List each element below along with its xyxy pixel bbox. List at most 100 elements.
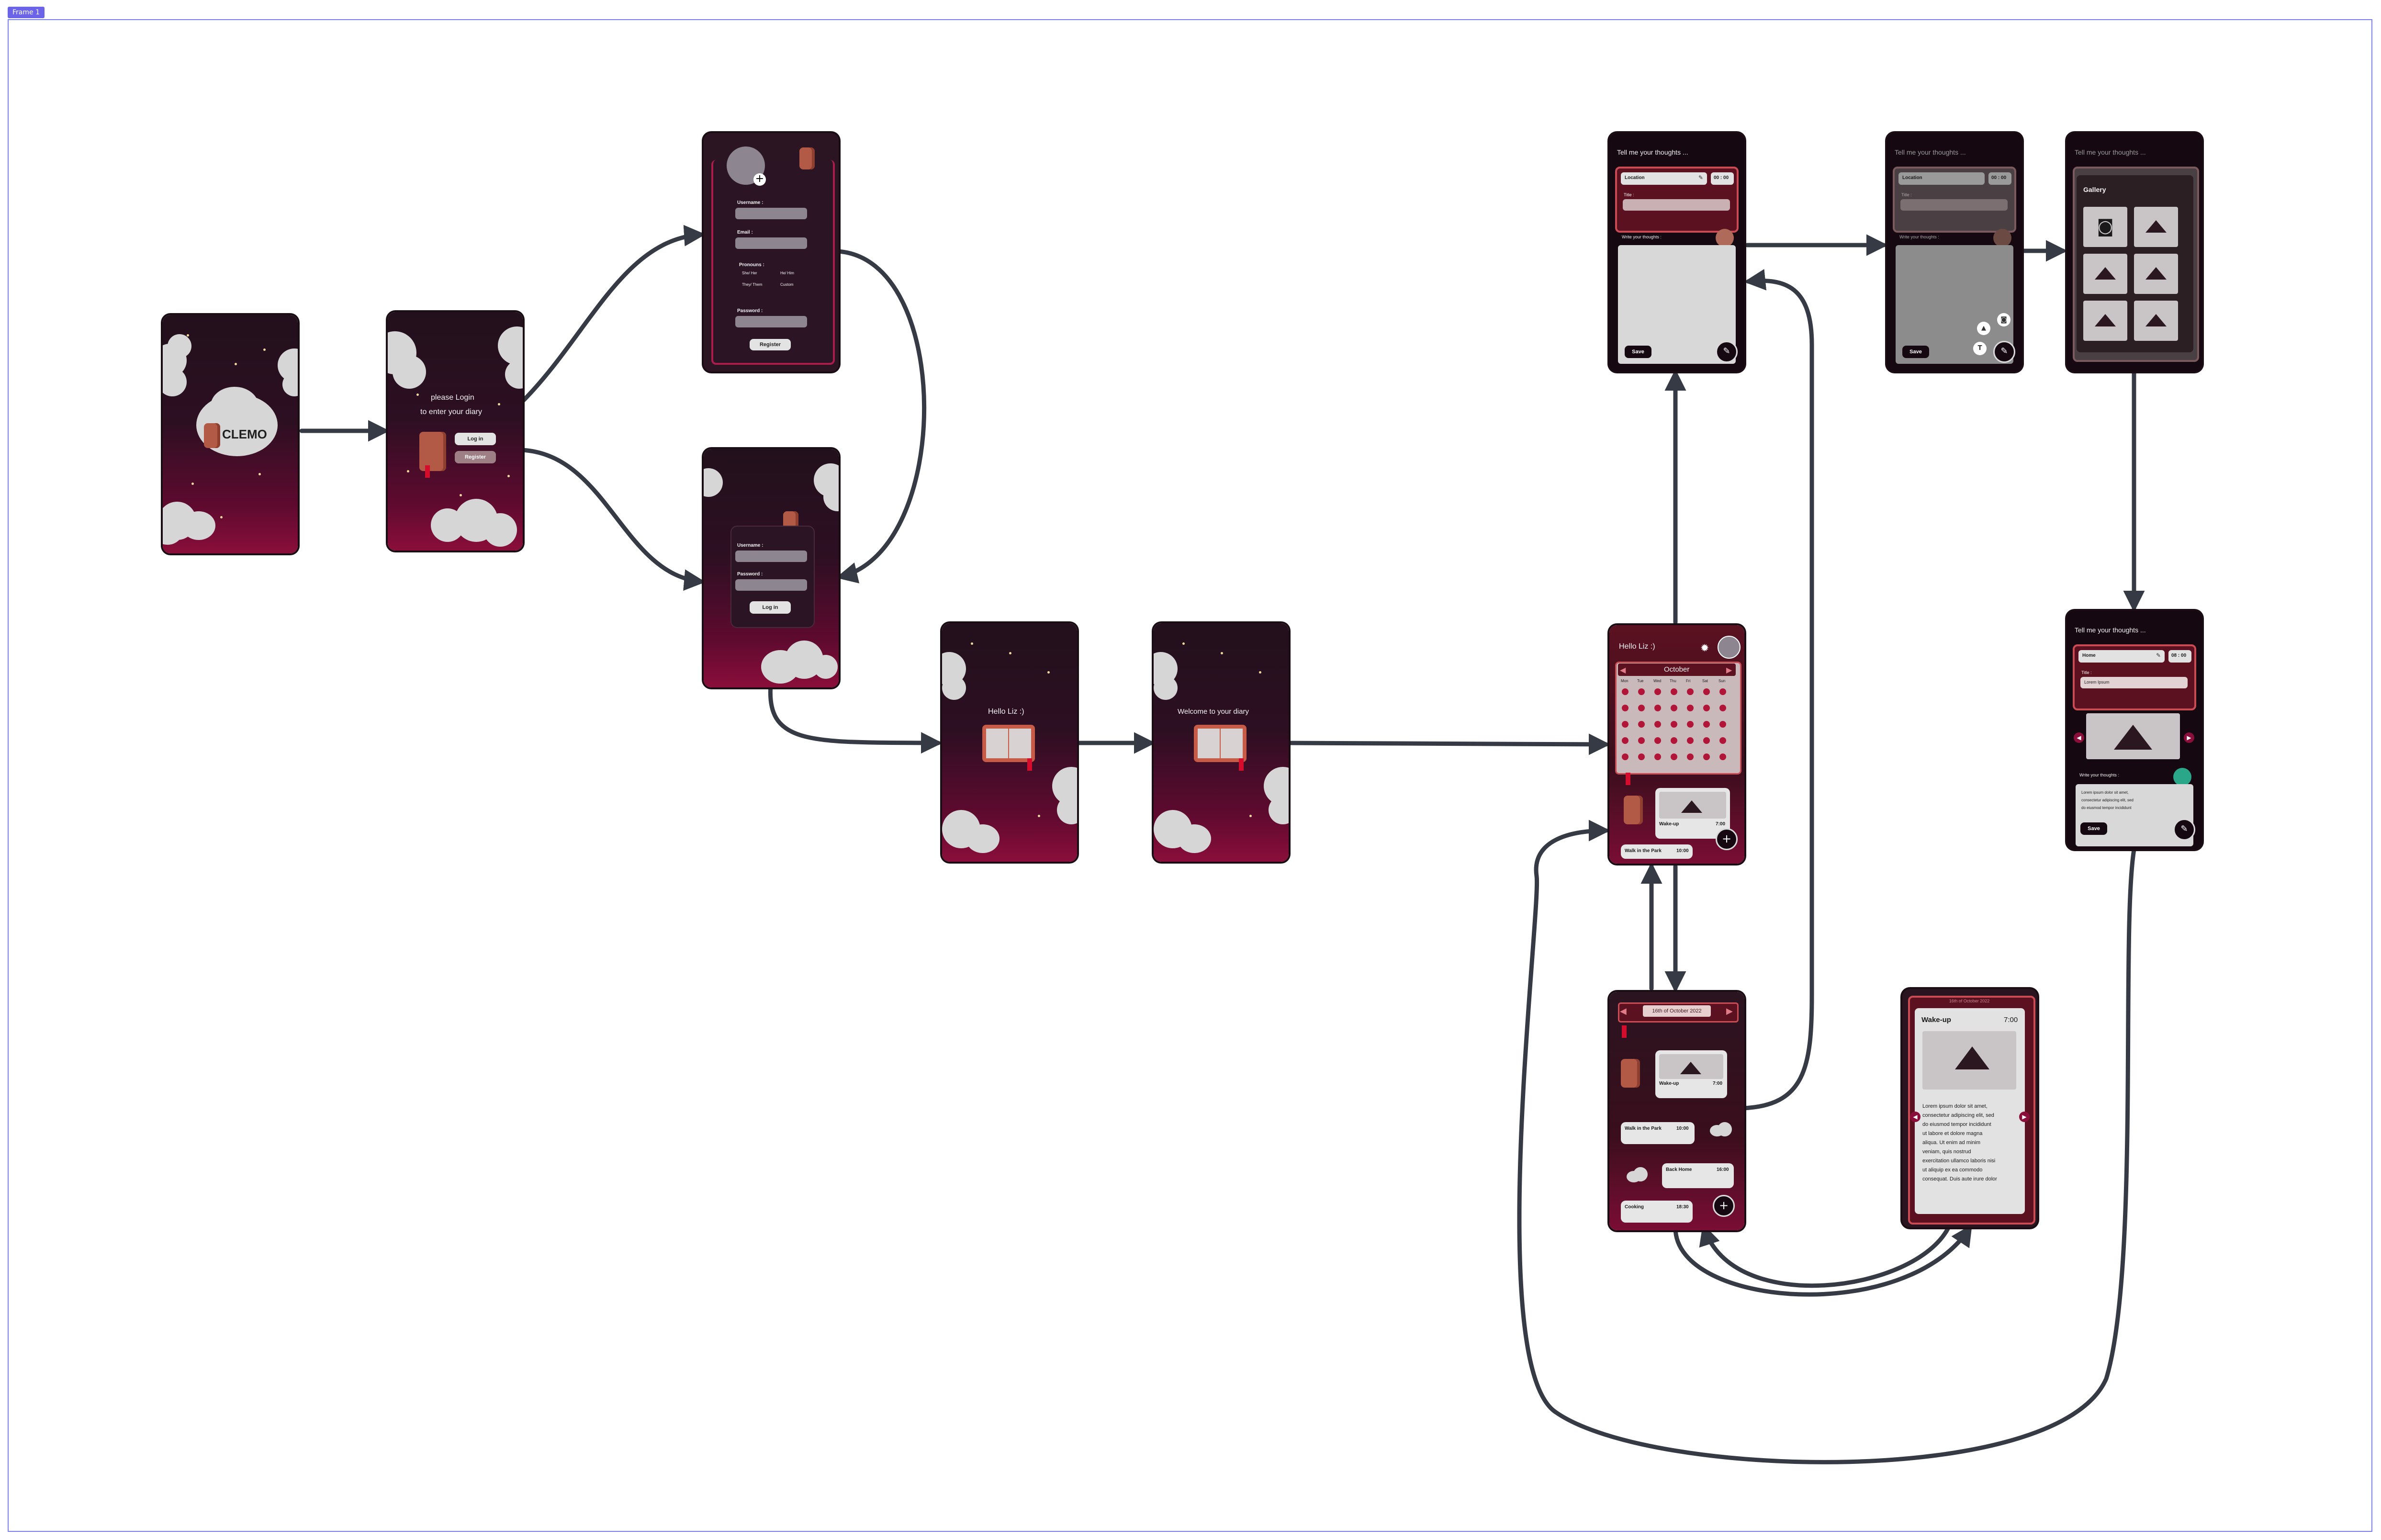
title-field[interactable]	[2080, 677, 2188, 688]
pencil-icon[interactable]: ✎	[2156, 652, 2161, 659]
calendar-day[interactable]	[1719, 688, 1726, 695]
camera-icon[interactable]: ◙	[1997, 313, 2010, 326]
calendar-day[interactable]	[1638, 721, 1645, 728]
calendar-day[interactable]	[1719, 753, 1726, 760]
time-field[interactable]: 00 : 00	[1991, 175, 2007, 180]
gallery-icon[interactable]: ▲	[1977, 322, 1990, 335]
pencil-icon[interactable]: ✎	[1698, 174, 1704, 181]
save-button[interactable]: Save	[2080, 822, 2107, 835]
calendar-day[interactable]	[1671, 721, 1677, 728]
calendar-day[interactable]	[1654, 753, 1661, 760]
login-button[interactable]: Log in	[455, 433, 496, 445]
calendar-day[interactable]	[1654, 737, 1661, 744]
save-button[interactable]: Save	[1625, 346, 1651, 358]
calendar-day[interactable]	[1622, 705, 1629, 711]
next-image-icon[interactable]: ▶	[2184, 732, 2194, 743]
photo-tile[interactable]	[2134, 254, 2178, 294]
photo-tile[interactable]	[2083, 254, 2127, 294]
password-field[interactable]	[735, 316, 807, 327]
calendar-day[interactable]	[1687, 737, 1694, 744]
time-field[interactable]: 08 : 00	[2171, 653, 2187, 658]
edit-button[interactable]: ✎	[2173, 819, 2195, 841]
open-book-icon	[1194, 725, 1247, 762]
entry-card-1[interactable]	[1621, 1122, 1695, 1144]
next-month-icon[interactable]: ▶	[1726, 665, 1732, 674]
calendar-day[interactable]	[1622, 721, 1629, 728]
avatar[interactable]	[1718, 636, 1741, 659]
photo-tile[interactable]	[2134, 207, 2178, 247]
location-field[interactable]: Home	[2082, 653, 2096, 658]
username-field[interactable]	[735, 551, 807, 562]
camera-tile[interactable]: ◙	[2083, 207, 2127, 247]
title-field[interactable]	[1623, 199, 1730, 211]
add-photo-icon[interactable]: +	[753, 173, 766, 186]
thoughts-textarea[interactable]	[1618, 245, 1736, 364]
calendar-day[interactable]	[1687, 705, 1694, 711]
calendar-day[interactable]	[1719, 705, 1726, 711]
calendar-day[interactable]	[1622, 753, 1629, 760]
calendar-day[interactable]	[1703, 688, 1710, 695]
entry-title: Wake-up	[1659, 821, 1679, 827]
calendar-day[interactable]	[1638, 705, 1645, 711]
entry-card-2[interactable]	[1662, 1163, 1734, 1188]
calendar-day[interactable]	[1622, 688, 1629, 695]
body-line: consequat. Duis aute irure dolor	[1922, 1176, 1997, 1182]
calendar-day[interactable]	[1671, 688, 1677, 695]
prev-day-icon[interactable]: ◀	[1620, 1006, 1627, 1016]
register-submit-button[interactable]: Register	[750, 339, 791, 350]
next-day-icon[interactable]: ▶	[1726, 1006, 1733, 1016]
mood-icon[interactable]	[1993, 229, 2011, 247]
thoughts-textarea[interactable]	[1896, 245, 2013, 364]
pronoun-option-they[interactable]: They/ Them	[742, 282, 763, 287]
calendar-day[interactable]	[1687, 721, 1694, 728]
calendar-day[interactable]	[1687, 688, 1694, 695]
calendar-day[interactable]	[1654, 705, 1661, 711]
time-field[interactable]: 00 : 00	[1714, 175, 1729, 180]
location-field[interactable]: Location	[1902, 175, 1922, 180]
login-submit-button[interactable]: Log in	[750, 601, 791, 614]
calendar-day[interactable]	[1638, 737, 1645, 744]
save-button[interactable]: Save	[1902, 346, 1929, 358]
photo-tile[interactable]	[2083, 301, 2127, 341]
mood-icon[interactable]	[2173, 768, 2191, 786]
next-image-icon[interactable]: ▶	[2019, 1112, 2030, 1122]
calendar-day[interactable]	[1703, 705, 1710, 711]
username-field[interactable]	[735, 208, 807, 219]
calendar-day[interactable]	[1671, 753, 1677, 760]
register-button[interactable]: Register	[455, 451, 496, 463]
calendar-day[interactable]	[1638, 753, 1645, 760]
password-field[interactable]	[735, 579, 807, 591]
location-field[interactable]: Location	[1625, 175, 1645, 180]
edit-button[interactable]: ✎	[1993, 341, 2015, 363]
title-field[interactable]	[1900, 199, 2008, 211]
calendar-day[interactable]	[1719, 737, 1726, 744]
prev-image-icon[interactable]: ◀	[1910, 1112, 1921, 1122]
calendar-day[interactable]	[1671, 705, 1677, 711]
calendar-day[interactable]	[1703, 737, 1710, 744]
photo-tile[interactable]	[2134, 301, 2178, 341]
edit-button[interactable]: ✎	[1716, 341, 1738, 363]
thoughts-textarea[interactable]	[2076, 784, 2193, 846]
prev-image-icon[interactable]: ◀	[2074, 732, 2084, 743]
text-icon[interactable]: T	[1973, 342, 1987, 355]
pronoun-option-custom[interactable]: Custom	[780, 282, 794, 287]
calendar-day[interactable]	[1671, 737, 1677, 744]
mood-icon[interactable]	[1716, 229, 1734, 247]
calendar-day[interactable]	[1654, 721, 1661, 728]
calendar-day[interactable]	[1638, 688, 1645, 695]
add-entry-button[interactable]: +	[1716, 828, 1738, 850]
calendar-day[interactable]	[1687, 753, 1694, 760]
calendar-day[interactable]	[1703, 753, 1710, 760]
calendar-day[interactable]	[1654, 688, 1661, 695]
frame-label[interactable]: Frame 1	[8, 7, 45, 18]
calendar-day[interactable]	[1622, 737, 1629, 744]
gear-icon[interactable]: ✹	[1700, 642, 1709, 654]
pronoun-option-he[interactable]: He/ Him	[780, 271, 794, 275]
prev-month-icon[interactable]: ◀	[1620, 665, 1626, 674]
email-field[interactable]	[735, 237, 807, 249]
calendar-day[interactable]	[1703, 721, 1710, 728]
entry-card-3[interactable]	[1621, 1201, 1693, 1223]
add-entry-button[interactable]: +	[1713, 1195, 1735, 1217]
calendar-day[interactable]	[1719, 721, 1726, 728]
pronoun-option-she[interactable]: She/ Her	[742, 271, 757, 275]
